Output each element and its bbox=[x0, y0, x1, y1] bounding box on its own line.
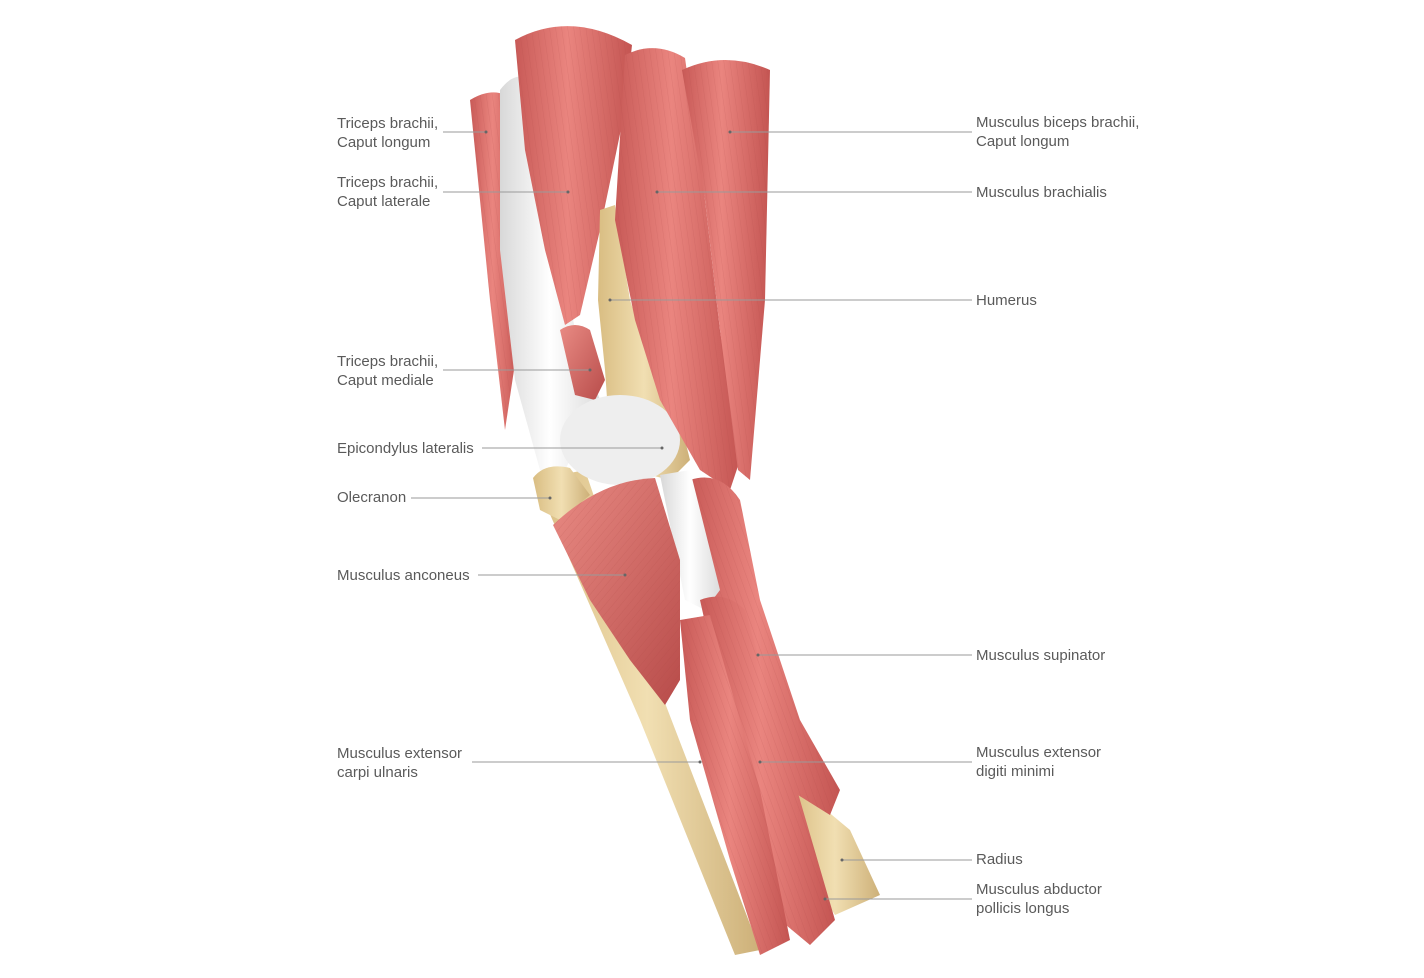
label-line: Caput longum bbox=[337, 134, 431, 151]
label-triceps-longum: Triceps brachii, Caput longum bbox=[337, 114, 438, 152]
label-line: Triceps brachii, bbox=[337, 174, 439, 191]
label-epicondylus-lateralis: Epicondylus lateralis bbox=[337, 439, 474, 458]
label-line: Musculus extensor bbox=[976, 744, 1102, 761]
label-line: Triceps brachii, bbox=[337, 353, 439, 370]
leader-dots bbox=[484, 130, 844, 901]
label-radius: Radius bbox=[976, 850, 1023, 869]
triceps-mediale-muscle bbox=[560, 325, 605, 400]
label-humerus: Humerus bbox=[976, 291, 1037, 310]
label-line: Musculus extensor bbox=[337, 745, 463, 762]
label-brachialis: Musculus brachialis bbox=[976, 183, 1107, 202]
label-line: Caput mediale bbox=[337, 372, 434, 389]
label-line: Triceps brachii, bbox=[337, 115, 439, 132]
label-line: Musculus supinator bbox=[976, 647, 1106, 664]
leader-lines bbox=[411, 131, 972, 900]
label-line: Radius bbox=[976, 851, 1023, 868]
label-anconeus: Musculus anconeus bbox=[337, 566, 470, 585]
label-line: Caput longum bbox=[976, 133, 1070, 150]
extensor-tendon bbox=[660, 470, 720, 610]
label-line: Humerus bbox=[976, 292, 1037, 309]
label-line: pollicis longus bbox=[976, 900, 1070, 917]
label-line: Caput laterale bbox=[337, 193, 431, 210]
label-line: Musculus abductor bbox=[976, 881, 1102, 898]
label-olecranon: Olecranon bbox=[337, 488, 406, 507]
label-extensor-carpi-ulnaris: Musculus extensor carpi ulnaris bbox=[337, 744, 462, 782]
label-line: Musculus biceps brachii, bbox=[976, 114, 1140, 131]
label-triceps-laterale: Triceps brachii, Caput laterale bbox=[337, 173, 438, 211]
label-line: Epicondylus lateralis bbox=[337, 440, 474, 457]
label-abductor-pollicis-longus: Musculus abductor pollicis longus bbox=[976, 880, 1102, 918]
label-extensor-digiti-minimi: Musculus extensor digiti minimi bbox=[976, 743, 1101, 781]
joint-capsule bbox=[560, 395, 680, 485]
label-line: digiti minimi bbox=[976, 763, 1055, 780]
label-line: carpi ulnaris bbox=[337, 764, 418, 781]
label-triceps-mediale: Triceps brachii, Caput mediale bbox=[337, 352, 438, 390]
label-line: Olecranon bbox=[337, 489, 407, 506]
label-biceps-longum: Musculus biceps brachii, Caput longum bbox=[976, 113, 1139, 151]
label-supinator: Musculus supinator bbox=[976, 646, 1105, 665]
label-line: Musculus brachialis bbox=[976, 184, 1107, 201]
label-line: Musculus anconeus bbox=[337, 567, 470, 584]
